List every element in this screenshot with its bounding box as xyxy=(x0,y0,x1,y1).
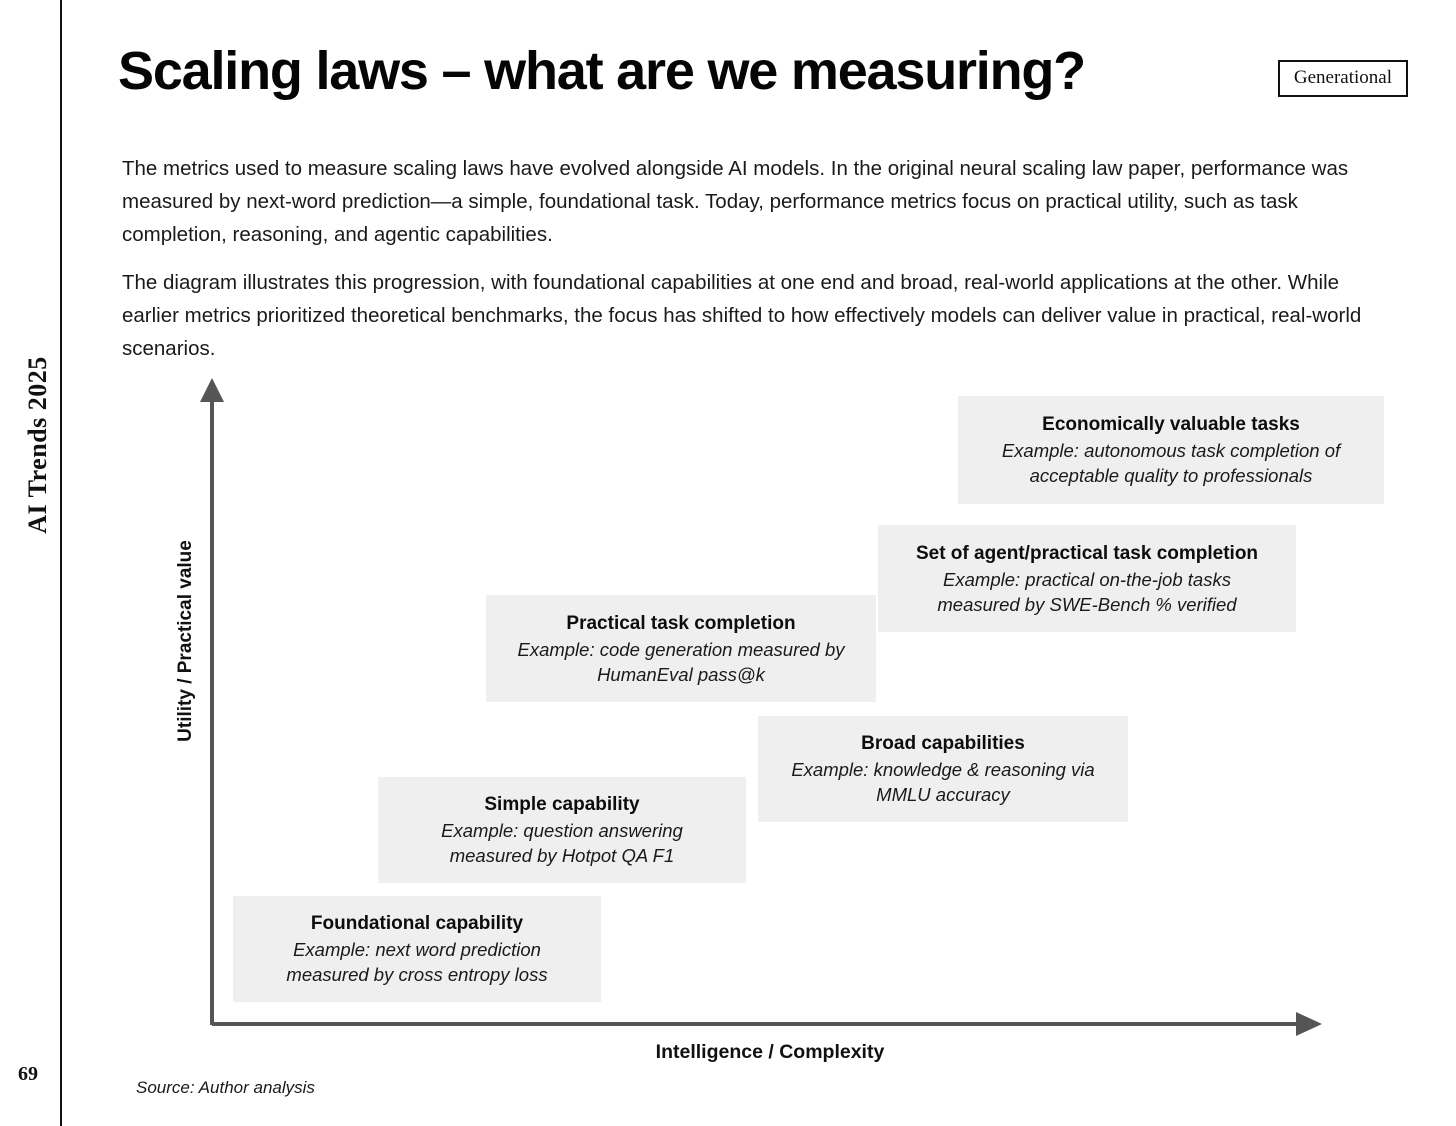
stage-box-broad-capabilities: Broad capabilities Example: knowledge & … xyxy=(758,716,1128,822)
stage-title: Economically valuable tasks xyxy=(1042,414,1300,435)
stage-example-line: Example: question answering xyxy=(441,820,683,841)
stage-title: Set of agent/practical task completion xyxy=(915,542,1259,564)
y-axis-arrowhead-icon xyxy=(200,378,224,402)
stage-example-line: measured by cross entropy loss xyxy=(286,964,548,985)
intro-paragraph-1: The metrics used to measure scaling laws… xyxy=(122,157,1349,246)
stage-example-line: MMLU accuracy xyxy=(876,784,1010,805)
stage-title: Broad capabilities xyxy=(861,733,1025,754)
left-rail-divider xyxy=(60,0,62,1126)
intro-paragraph-2: The diagram illustrates this progression… xyxy=(122,271,1362,360)
x-axis-arrowhead-icon xyxy=(1296,1012,1322,1036)
stage-title: Foundational capability xyxy=(310,913,524,934)
y-axis-label: Utility / Practical value xyxy=(175,540,196,742)
stage-title: Practical task completion xyxy=(566,612,796,634)
stage-example-line: Example: next word prediction xyxy=(293,939,541,960)
stage-box-practical-task-completion: Practical task completion Example: code … xyxy=(486,595,876,702)
status-badge: Generational xyxy=(1277,60,1408,97)
page-number: 69 xyxy=(18,1063,38,1085)
stage-box-foundational-capability: Foundational capability Example: next wo… xyxy=(233,896,601,1002)
stage-example-line: Example: knowledge & reasoning via xyxy=(791,759,1095,780)
stage-example-line: measured by Hotpot QA F1 xyxy=(449,845,675,866)
deck-rail-label: AI Trends 2025 xyxy=(23,356,52,534)
source-note: Source: Author analysis xyxy=(136,1078,315,1097)
stage-example-line: measured by SWE-Bench % verified xyxy=(937,593,1237,615)
stage-example-line: HumanEval pass@k xyxy=(597,663,765,685)
stage-box-set-of-agent-practical-task-completion: Set of agent/practical task completion E… xyxy=(878,525,1296,632)
stage-example-line: Example: autonomous task completion of xyxy=(1001,440,1341,461)
stage-example-line: Example: practical on-the-job tasks xyxy=(943,568,1231,590)
stage-example-line: acceptable quality to professionals xyxy=(1029,465,1313,486)
stage-title: Simple capability xyxy=(484,794,640,815)
page-title: Scaling laws – what are we measuring? xyxy=(118,41,1086,101)
stage-example-line: Example: code generation measured by xyxy=(517,638,845,660)
stage-box-simple-capability: Simple capability Example: question answ… xyxy=(378,777,746,883)
stage-box-economically-valuable-tasks: Economically valuable tasks Example: aut… xyxy=(958,396,1384,504)
x-axis-label: Intelligence / Complexity xyxy=(655,1041,885,1063)
